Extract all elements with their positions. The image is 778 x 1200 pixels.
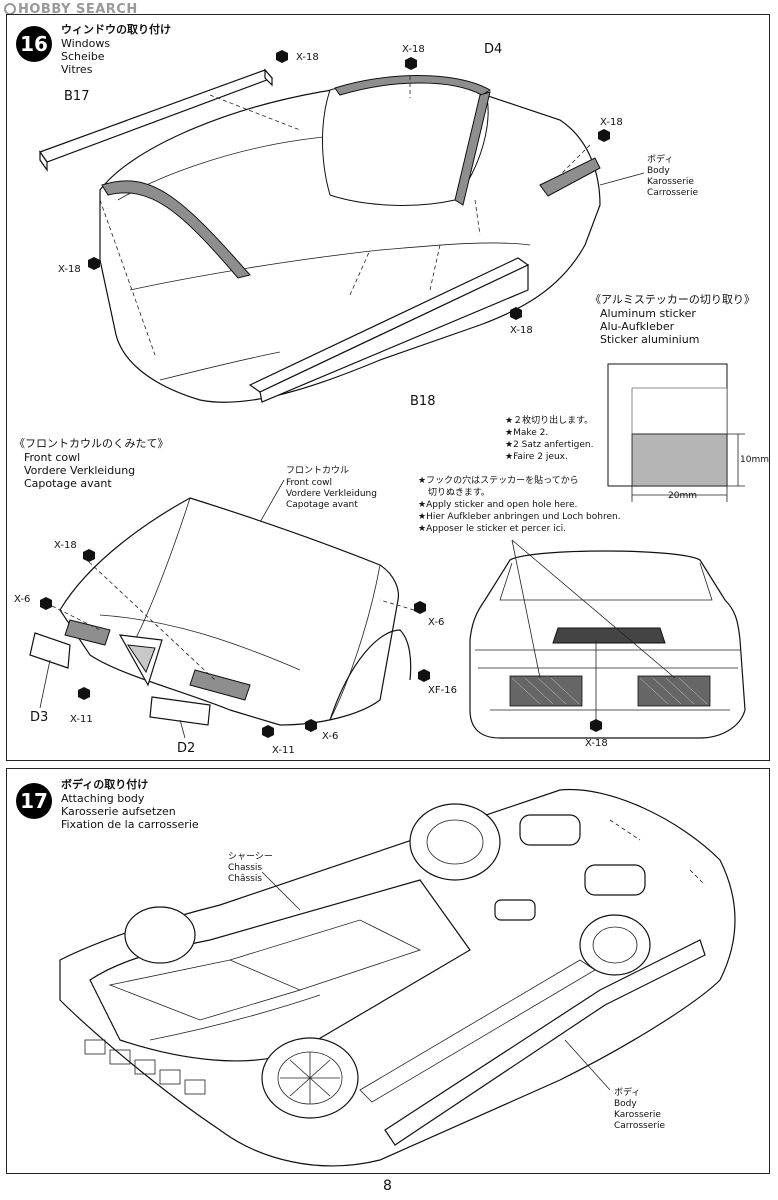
step16-badge: 16 <box>16 26 52 62</box>
cowl-x6-c-label: X-6 <box>322 731 339 742</box>
rear-x18-label: X-18 <box>585 738 608 749</box>
cowl-x6-a-label: X-6 <box>14 594 31 605</box>
sticker-title-fr: Sticker aluminium <box>600 333 700 346</box>
sticker-title-de: Alu-Aufkleber <box>600 320 675 333</box>
hook-note-jp-1: ★フックの穴はステッカーを貼ってから <box>418 476 579 486</box>
body-callout-line <box>599 172 645 186</box>
step17-body-label-de: Karosserie <box>614 1110 661 1120</box>
cowl-xf16-label: XF-16 <box>428 685 457 696</box>
step16-title-jp: ウィンドウの取り付け <box>61 23 171 36</box>
part-d4-label: D4 <box>484 42 503 57</box>
sticker-height-dim: 10mm <box>740 455 769 465</box>
screw-x18-b-label: X-18 <box>402 44 425 55</box>
cowl-x6-b-label: X-6 <box>428 617 445 628</box>
part-b17-label: B17 <box>64 89 90 104</box>
cowl-x18-label: X-18 <box>54 540 77 551</box>
screw-x18-e-label: X-18 <box>510 325 533 336</box>
front-cowl-callout-en: Front cowl <box>286 478 332 488</box>
step17-body-label-jp: ボディ <box>614 1088 641 1098</box>
body-label-jp: ボディ <box>647 155 674 165</box>
rear-view-illustration <box>469 539 746 739</box>
sticker-title-en: Aluminum sticker <box>600 307 696 320</box>
front-cowl-title-fr: Capotage avant <box>24 477 112 490</box>
body-label-en: Body <box>647 166 670 176</box>
hook-note-jp-2: 切りぬきます。 <box>428 488 490 498</box>
step16-title-de: Scheibe <box>61 50 105 63</box>
front-cowl-callout-jp: フロントカウル <box>286 466 350 476</box>
chassis-label-en: Chassis <box>228 863 263 873</box>
sticker-note-en: ★Make 2. <box>505 428 549 438</box>
front-cowl-illustration <box>29 479 430 739</box>
step17-body-label-en: Body <box>614 1099 637 1109</box>
screw-x18-c-label: X-18 <box>600 117 623 128</box>
sticker-width-dim: 20mm <box>668 491 697 501</box>
step17-body-label-fr: Carrosserie <box>614 1121 666 1131</box>
part-b18-label: B18 <box>410 394 436 409</box>
sticker-note-fr: ★Faire 2 jeux. <box>505 452 568 462</box>
hook-note-de: ★Hier Aufkleber anbringen und Loch bohre… <box>418 512 621 522</box>
body-label-fr: Carrosserie <box>647 188 699 198</box>
screw-x18-a-label: X-18 <box>296 52 319 63</box>
sticker-note-jp: ★２枚切り出します。 <box>505 416 594 426</box>
step17-title-fr: Fixation de la carrosserie <box>61 818 199 831</box>
sticker-title-jp: 《アルミステッカーの切り取り》 <box>590 293 755 306</box>
step17-title-en: Attaching body <box>61 792 145 805</box>
chassis-label-jp: シャーシー <box>228 852 273 862</box>
front-cowl-callout-fr: Capotage avant <box>286 500 358 510</box>
hook-note-fr: ★Apposer le sticker et percer ici. <box>418 524 567 534</box>
cowl-x11-b-label: X-11 <box>272 745 295 756</box>
aluminum-sticker-diagram <box>607 363 745 502</box>
front-cowl-title-en: Front cowl <box>24 451 81 464</box>
step16-panel <box>6 14 770 761</box>
sticker-note-de: ★2 Satz anfertigen. <box>505 440 594 450</box>
step16-body-illustration <box>39 50 610 403</box>
part-d3-label: D3 <box>30 710 49 725</box>
step16-title-en: Windows <box>61 37 111 50</box>
cowl-x11-a-label: X-11 <box>70 714 93 725</box>
step17-panel <box>6 768 770 1174</box>
front-cowl-title-jp: 《フロントカウルのくみたて》 <box>14 437 169 450</box>
step17-badge: 17 <box>16 783 52 819</box>
part-d2-label: D2 <box>177 741 196 756</box>
chassis-label-fr: Châssis <box>228 874 263 884</box>
front-cowl-title-de: Vordere Verkleidung <box>24 464 136 477</box>
hook-note-en: ★Apply sticker and open hole here. <box>418 500 578 510</box>
screw-x18-d-label: X-18 <box>58 264 81 275</box>
page-number: 8 <box>383 1178 392 1194</box>
step16-title-fr: Vitres <box>61 63 93 76</box>
front-cowl-callout-de: Vordere Verkleidung <box>286 489 377 499</box>
step17-title-de: Karosserie aufsetzen <box>61 805 176 818</box>
step17-title-jp: ボディの取り付け <box>61 778 149 791</box>
body-label-de: Karosserie <box>647 177 694 187</box>
